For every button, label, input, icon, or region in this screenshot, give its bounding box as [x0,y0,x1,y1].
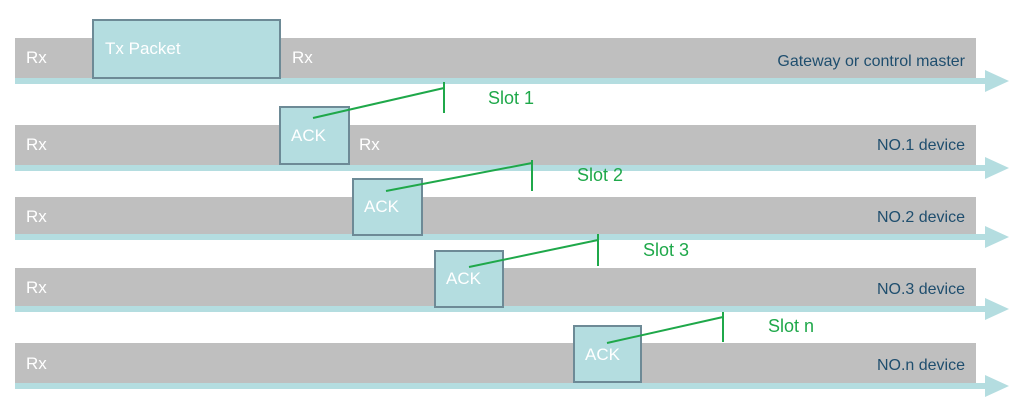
slot-connector [468,239,599,268]
timeline-arrow [15,226,1009,248]
lane-name: NO.1 device [877,137,965,154]
rx-label: Rx [26,48,47,67]
slot-label: Slot 3 [643,240,689,260]
slot-connector [606,316,724,344]
timeline-arrow [15,70,1009,92]
tx-packet-label: Tx Packet [105,39,181,58]
lane-bar [15,125,976,165]
slot-connector [385,162,533,192]
ack-box [573,325,642,383]
slot-label: Slot 1 [488,88,534,108]
rx-label: Rx [292,48,313,67]
rx-label: Rx [26,354,47,373]
lane-name: Gateway or control master [777,53,965,70]
ack-label: ACK [585,345,621,364]
lane-bar [15,343,976,383]
timeline-arrow [15,375,1009,397]
lane-name: NO.3 device [877,281,965,298]
ack-label: ACK [291,126,327,145]
lane-name: NO.2 device [877,209,965,226]
rx-label: Rx [26,207,47,226]
slot-label: Slot 2 [577,165,623,185]
rx-label: Rx [26,278,47,297]
rx-label: Rx [359,135,380,154]
lane-device-n: Rx NO.n device ACK Slot n [15,312,1009,397]
timeline-arrow [15,298,1009,320]
ack-box [434,250,504,308]
ack-box [352,178,423,236]
lane-name: NO.n device [877,357,965,374]
lane-gateway: Rx Rx Gateway or control master Tx Packe… [15,19,1009,92]
tx-packet-box [92,19,281,79]
slot-connector [312,87,445,119]
timeline-arrow [15,157,1009,179]
ack-box [279,106,350,165]
lane-device-3: Rx NO.3 device ACK Slot 3 [15,234,1009,320]
lane-device-2: Rx NO.2 device ACK Slot 2 [15,160,1009,248]
ack-label: ACK [446,269,482,288]
lane-bar [15,197,976,237]
rx-label: Rx [26,135,47,154]
slot-label: Slot n [768,316,814,336]
lane-device-1: Rx Rx NO.1 device ACK Slot 1 [15,82,1009,179]
ack-label: ACK [364,197,400,216]
